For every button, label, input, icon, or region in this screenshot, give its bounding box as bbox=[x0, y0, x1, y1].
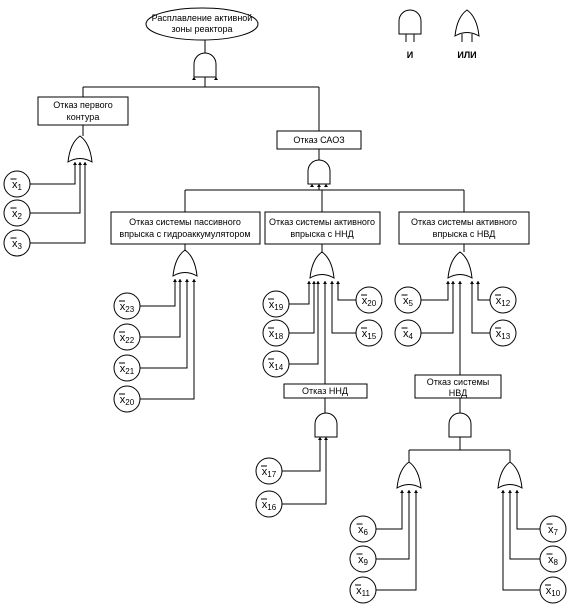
basic-event-label: x8 bbox=[548, 554, 559, 567]
passive-or-gate-icon bbox=[172, 249, 198, 277]
basic-event-x22: x22 bbox=[113, 323, 141, 351]
basic-event-x1: x1 bbox=[3, 170, 31, 198]
basic-event-label: x23 bbox=[120, 301, 135, 314]
nvd-left-or-gate-icon bbox=[396, 461, 422, 489]
basic-event-label: x20 bbox=[362, 295, 377, 308]
legend-or-gate-icon bbox=[454, 9, 480, 37]
passive-injection-node: Отказ системы пассивного впрыска с гидро… bbox=[110, 211, 261, 245]
svg-text:Отказ ННД: Отказ ННД bbox=[302, 386, 348, 396]
basic-event-x17: x17 bbox=[255, 457, 283, 485]
nvd-and-gate-icon bbox=[448, 412, 472, 438]
basic-event-label: x21 bbox=[120, 363, 135, 376]
basic-event-x15: x15 bbox=[355, 319, 383, 347]
basic-event-label: x12 bbox=[496, 295, 511, 308]
svg-text:Отказ системы активного: Отказ системы активного bbox=[411, 217, 517, 227]
basic-event-label: x14 bbox=[269, 359, 284, 372]
basic-event-label: x18 bbox=[269, 328, 284, 341]
legend-and-label: И bbox=[407, 50, 413, 60]
svg-text:НВД: НВД bbox=[449, 388, 467, 398]
basic-event-x16: x16 bbox=[255, 490, 283, 518]
svg-text:Отказ системы активного: Отказ системы активного bbox=[269, 217, 375, 227]
basic-event-label: x5 bbox=[403, 295, 414, 308]
basic-event-label: x22 bbox=[120, 332, 135, 345]
active-low-node: Отказ системы активного впрыска с ННД bbox=[264, 211, 381, 245]
svg-text:Отказ первого: Отказ первого bbox=[53, 100, 112, 110]
basic-event-label: x13 bbox=[496, 328, 511, 341]
basic-event-x23: x23 bbox=[113, 292, 141, 320]
basic-event-x4: x4 bbox=[394, 319, 422, 347]
basic-event-x12: x12 bbox=[489, 286, 517, 314]
basic-event-x14: x14 bbox=[262, 350, 290, 378]
nvd-right-or-gate-icon bbox=[497, 461, 523, 489]
nvd-node: Отказ системы НВД bbox=[414, 374, 502, 399]
basic-event-x21: x21 bbox=[113, 354, 141, 382]
svg-text:Отказ системы пассивного: Отказ системы пассивного bbox=[129, 217, 241, 227]
basic-event-x19: x19 bbox=[262, 290, 290, 318]
basic-event-x3: x3 bbox=[3, 229, 31, 257]
basic-event-x18: x18 bbox=[262, 319, 290, 347]
legend: И ИЛИ bbox=[398, 9, 480, 60]
basic-event-x11: x11 bbox=[349, 576, 377, 604]
svg-text:контура: контура bbox=[67, 112, 100, 122]
basic-event-x10: x10 bbox=[539, 576, 567, 604]
basic-event-x9: x9 bbox=[349, 545, 377, 573]
basic-events: x1 x2 x3 x23 x22 x21 x20 x19 x20 x18 x15 x14 x17 x16 x… bbox=[3, 170, 567, 604]
basic-event-label: x6 bbox=[358, 524, 369, 537]
basic-event-label: x19 bbox=[269, 299, 284, 312]
nnd-node: Отказ ННД bbox=[283, 383, 368, 399]
svg-text:впрыска с НВД: впрыска с НВД bbox=[433, 229, 496, 239]
basic-event-x7: x7 bbox=[539, 515, 567, 543]
basic-event-label: x16 bbox=[262, 499, 277, 512]
active-low-or-gate-icon bbox=[309, 251, 335, 279]
top-event: Расплавление активной зоны реактора bbox=[145, 7, 259, 41]
basic-event-label: x17 bbox=[262, 466, 277, 479]
primary-loop-node: Отказ первого контура bbox=[37, 96, 129, 126]
active-high-node: Отказ системы активного впрыска с НВД bbox=[398, 211, 530, 245]
basic-event-x6: x6 bbox=[349, 515, 377, 543]
top-and-gate-icon bbox=[193, 52, 217, 78]
svg-text:Отказ САОЗ: Отказ САОЗ bbox=[293, 135, 344, 145]
basic-event-label: x4 bbox=[403, 328, 414, 341]
basic-event-x20b: x20 bbox=[355, 286, 383, 314]
basic-event-label: x11 bbox=[356, 585, 370, 598]
basic-event-label: x7 bbox=[548, 524, 559, 537]
connectors bbox=[30, 38, 540, 591]
basic-event-label: x3 bbox=[12, 238, 23, 251]
basic-event-label: x20 bbox=[120, 394, 135, 407]
basic-event-label: x9 bbox=[358, 554, 369, 567]
basic-event-x8: x8 bbox=[539, 545, 567, 573]
basic-event-label: x2 bbox=[12, 208, 23, 221]
legend-or-label: ИЛИ bbox=[457, 50, 476, 60]
saoz-and-gate-icon bbox=[307, 159, 331, 185]
basic-event-x5: x5 bbox=[394, 286, 422, 314]
legend-and-gate-icon bbox=[398, 9, 422, 35]
top-event-line2: зоны реактора bbox=[171, 24, 232, 34]
basic-event-label: x1 bbox=[12, 179, 23, 192]
svg-text:впрыска с ННД: впрыска с ННД bbox=[290, 229, 353, 239]
top-event-line1: Расплавление активной bbox=[152, 13, 253, 23]
active-high-or-gate-icon bbox=[447, 251, 473, 279]
primary-loop-or-gate-icon bbox=[67, 135, 93, 163]
basic-event-x13: x13 bbox=[489, 319, 517, 347]
svg-text:впрыска с гидроаккумулятором: впрыска с гидроаккумулятором bbox=[119, 229, 250, 239]
basic-event-label: x10 bbox=[546, 585, 561, 598]
basic-event-label: x15 bbox=[362, 328, 377, 341]
basic-event-x20a: x20 bbox=[113, 385, 141, 413]
nnd-and-gate-icon bbox=[314, 412, 338, 438]
basic-event-x2: x2 bbox=[3, 199, 31, 227]
svg-text:Отказ системы: Отказ системы bbox=[427, 377, 490, 387]
saoz-node: Отказ САОЗ bbox=[276, 130, 362, 150]
